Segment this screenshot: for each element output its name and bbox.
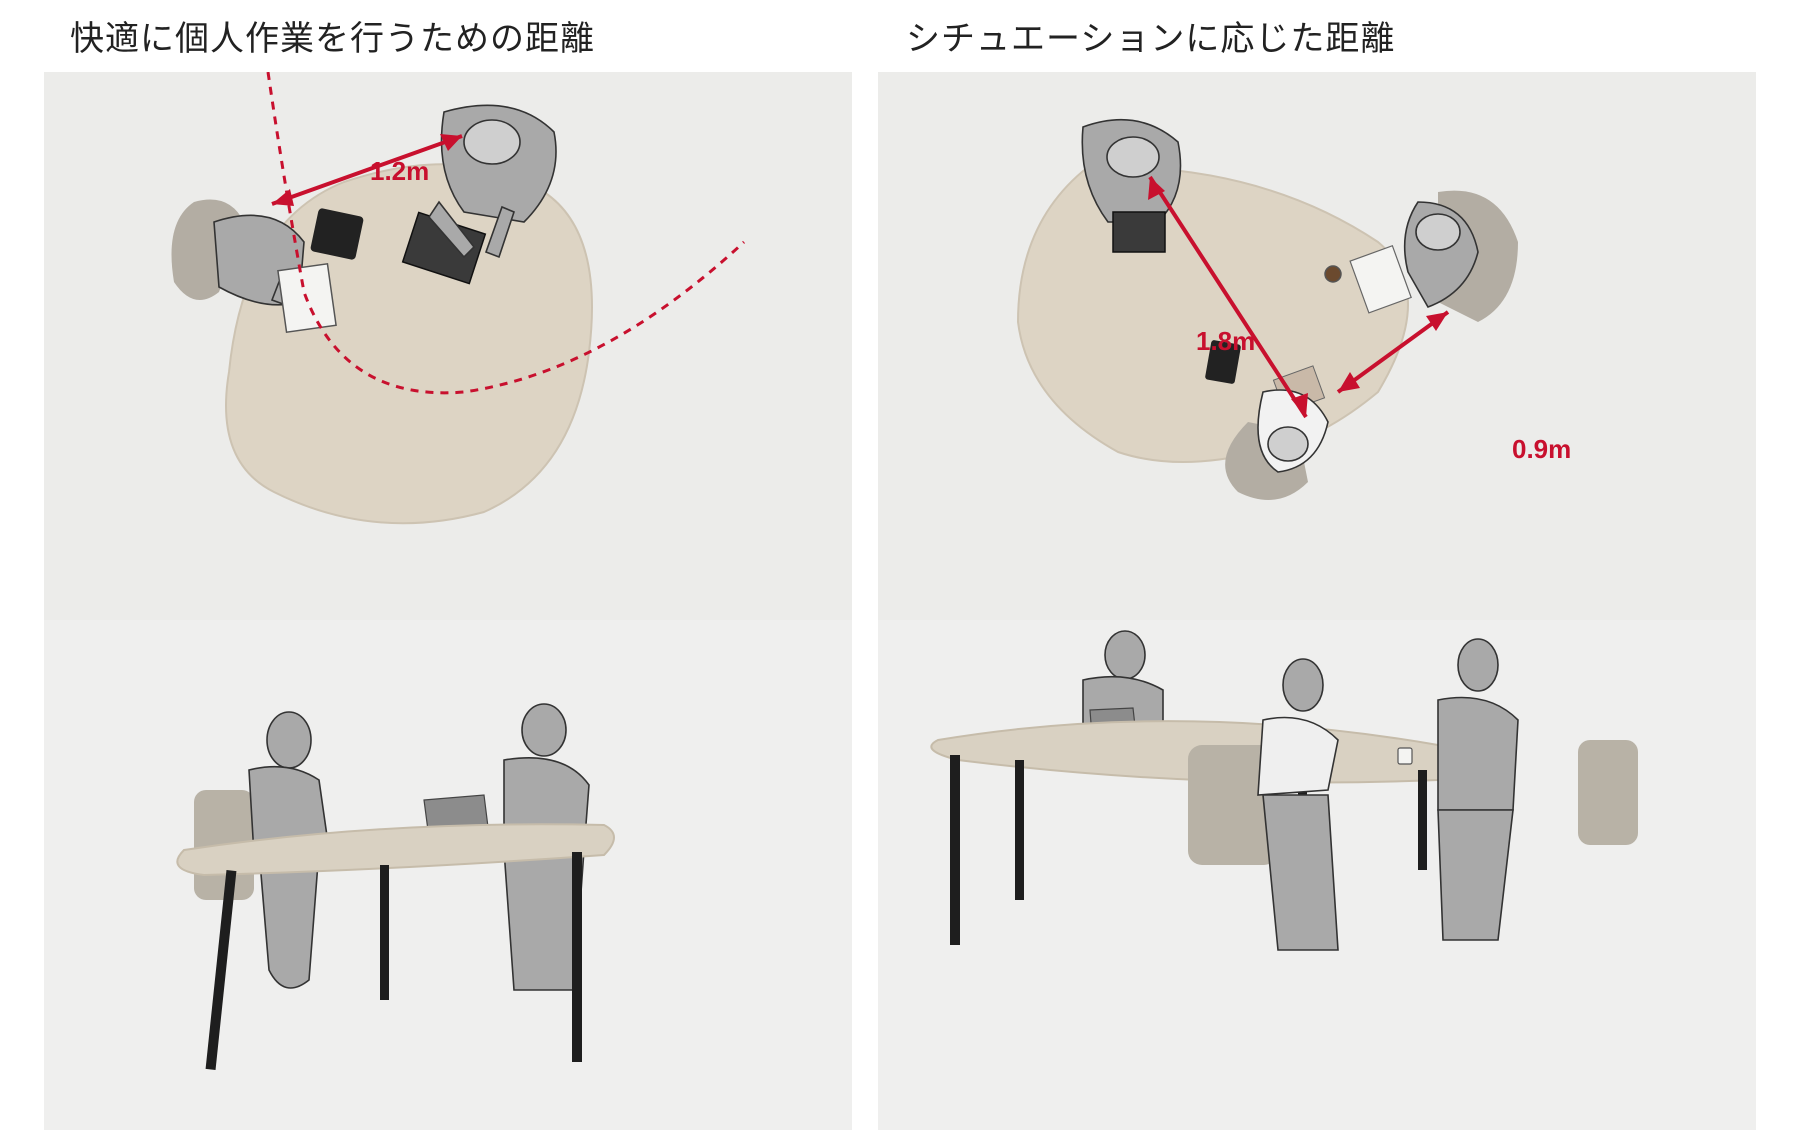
- person-figure: [1403, 201, 1479, 308]
- laptop: [1112, 211, 1166, 253]
- distance-arrow: [271, 134, 463, 206]
- overhead-kidney-table-photo: 1.8m 0.9m: [878, 72, 1756, 620]
- person-figure: [1437, 638, 1519, 941]
- table-leg: [380, 865, 389, 1000]
- side-view-square-table-photo: [44, 620, 852, 1130]
- distance-label-1-2m: 1.2m: [370, 156, 430, 186]
- table-leg: [205, 870, 237, 1070]
- table-leg: [950, 755, 960, 945]
- tablet: [1205, 340, 1241, 384]
- chair: [1188, 745, 1278, 865]
- distance-label-1-8m: 1.8m: [1196, 326, 1256, 356]
- table-top: [1016, 165, 1409, 463]
- table-leg: [1015, 760, 1024, 900]
- person-figure: [1257, 658, 1339, 951]
- heading-left: 快適に個人作業を行うための距離: [70, 19, 595, 59]
- person-figure: [1081, 118, 1182, 223]
- person-figure: [427, 104, 557, 259]
- side-view-kidney-table-scene: [930, 630, 1638, 951]
- side-view-kidney-table-photo: [878, 620, 1756, 1130]
- overhead-square-table-scene: [171, 72, 746, 525]
- table-leg: [572, 852, 582, 1062]
- side-view-square-table-scene: [176, 703, 615, 1070]
- overhead-square-table-photo: 1.2m: [44, 72, 852, 620]
- heading-right: シチュエーションに応じた距離: [906, 19, 1396, 59]
- paper: [1349, 244, 1412, 314]
- reach-arc: [266, 72, 746, 395]
- distance-arrow: [1336, 310, 1450, 394]
- person-figure: [1257, 389, 1329, 473]
- distance-arrow: [1148, 175, 1308, 419]
- chair: [1578, 740, 1638, 845]
- tablet: [310, 208, 364, 260]
- person-figure: [248, 711, 330, 989]
- overhead-kidney-table-scene: [1016, 118, 1518, 500]
- coffee-cup: [1324, 265, 1342, 283]
- table-top: [176, 823, 615, 877]
- coffee-cup: [1397, 747, 1413, 765]
- table-leg: [1418, 770, 1427, 870]
- distance-label-0-9m: 0.9m: [1512, 434, 1572, 464]
- table-top: [225, 163, 593, 525]
